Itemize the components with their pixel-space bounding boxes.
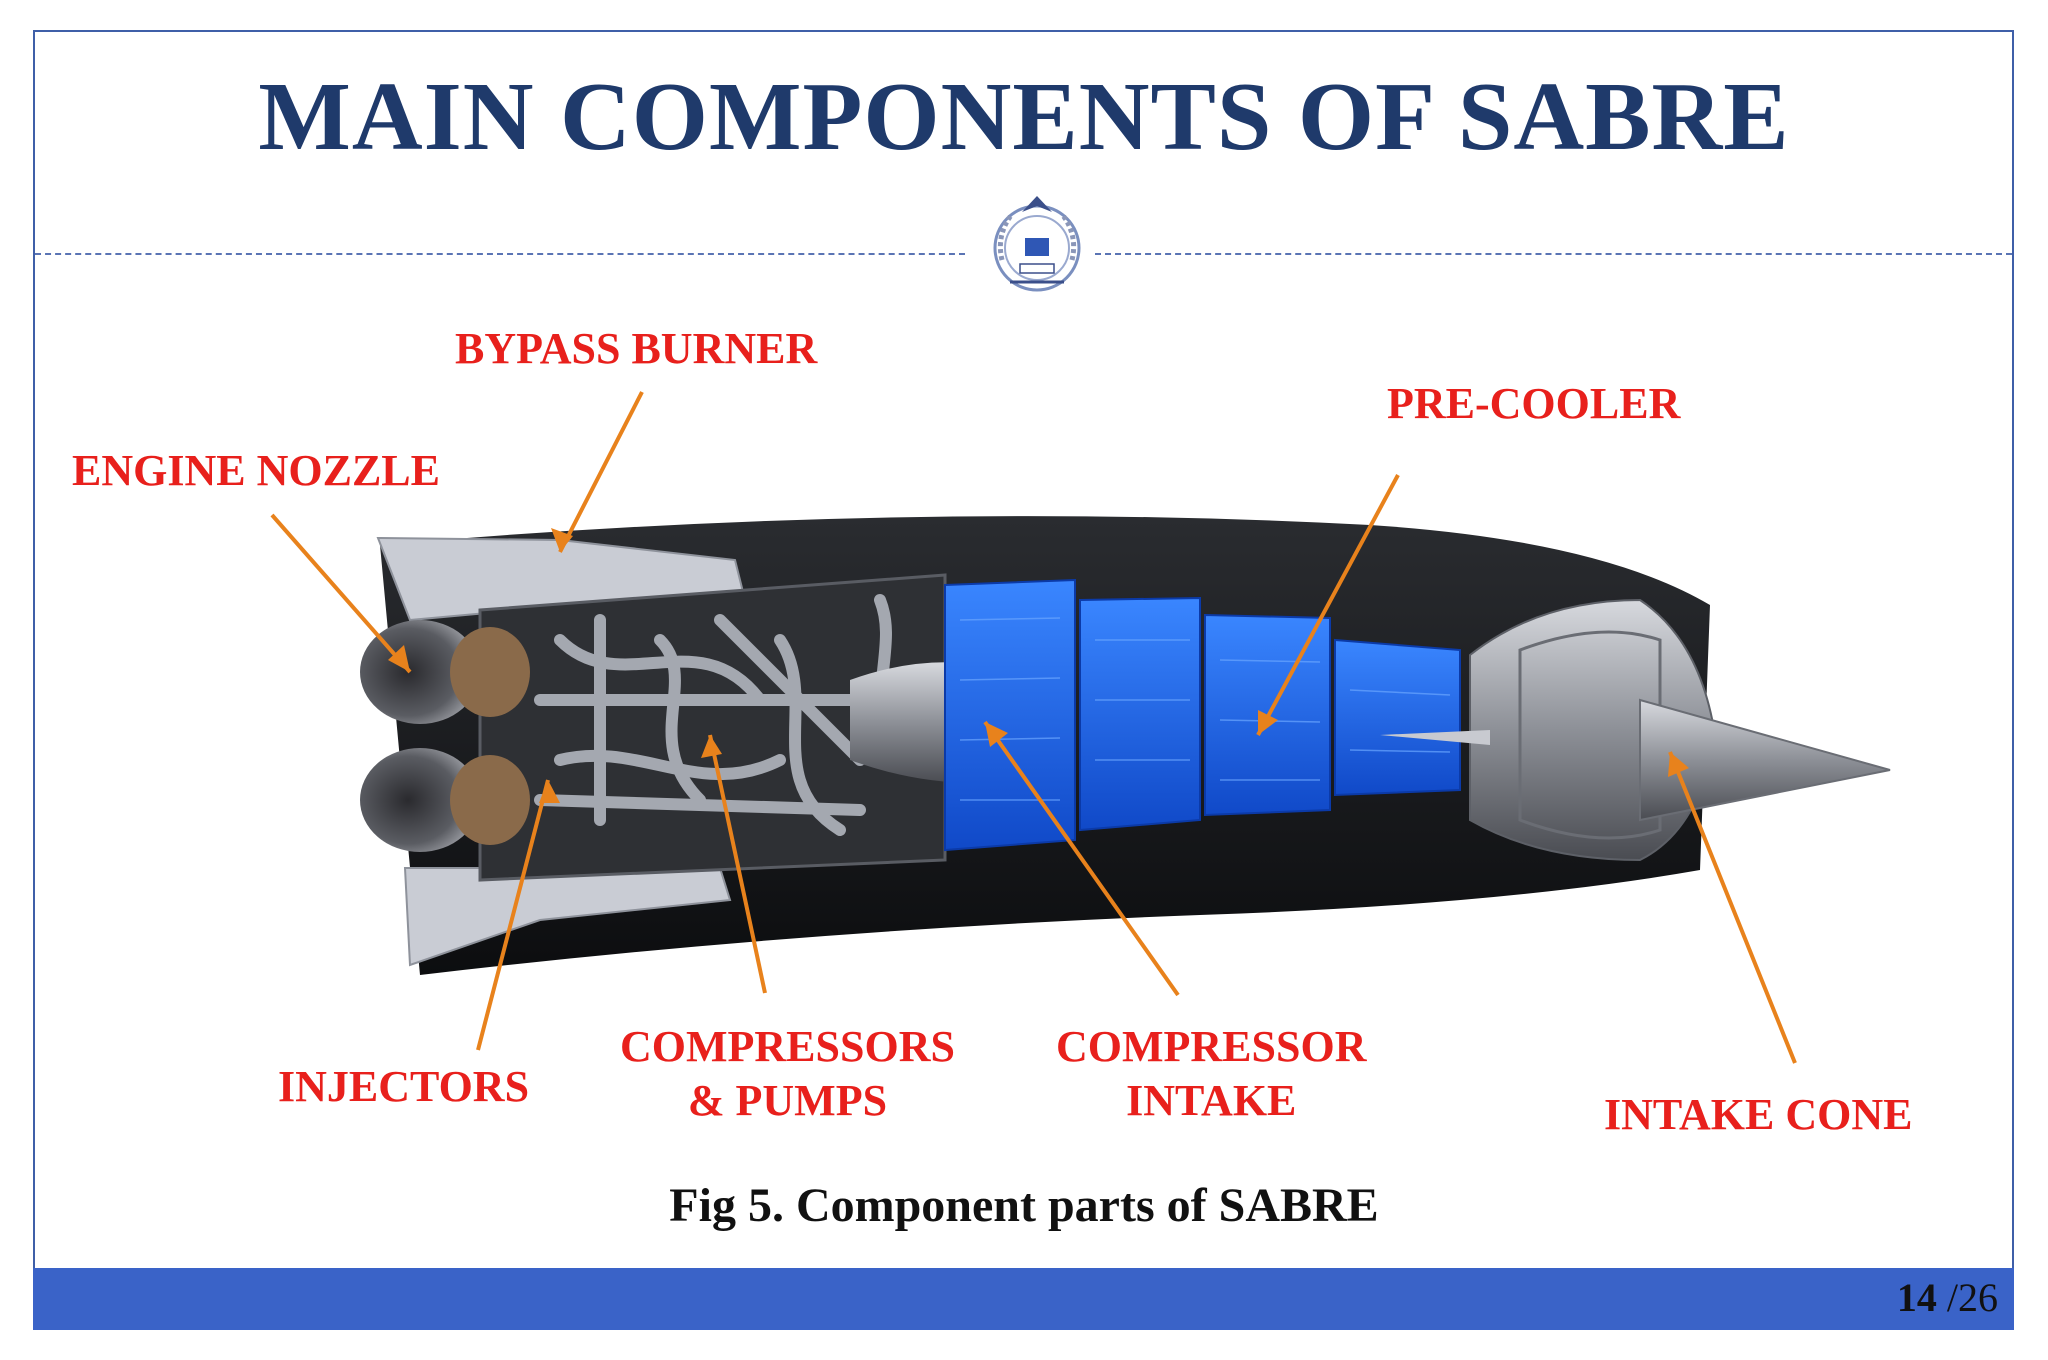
header-divider-right	[1095, 253, 2012, 255]
footer-bar	[33, 1268, 2014, 1330]
nozzle-upper	[360, 620, 480, 724]
label-compressor-intake-line2: INTAKE	[1126, 1076, 1297, 1125]
intake-spike	[1639, 698, 1891, 822]
label-compressor-intake: COMPRESSOR INTAKE	[1056, 1020, 1366, 1128]
page-number: 14 /26	[1897, 1274, 1998, 1321]
label-engine-nozzle: ENGINE NOZZLE	[72, 446, 440, 495]
label-pre-cooler: PRE-COOLER	[1387, 379, 1681, 428]
label-compressors-line1: COMPRESSORS	[620, 1022, 955, 1071]
label-injectors: INJECTORS	[278, 1062, 530, 1111]
slide-title: MAIN COMPONENTS OF SABRE	[258, 63, 1790, 171]
inner-spike	[1380, 730, 1490, 745]
label-compressor-intake-line1: COMPRESSOR	[1056, 1022, 1367, 1071]
callout-arrowheads	[388, 528, 1689, 803]
nozzle-lower	[360, 748, 480, 852]
callout-arrows	[270, 391, 1797, 1064]
page-current: 14	[1896, 1275, 1937, 1320]
page-total: /26	[1946, 1275, 1998, 1320]
institution-seal-icon	[993, 196, 1081, 292]
figure-caption: Fig 5. Component parts of SABRE	[669, 1179, 1379, 1232]
label-bypass-burner: BYPASS BURNER	[455, 324, 818, 373]
label-intake-cone: INTAKE CONE	[1604, 1090, 1913, 1139]
label-compressors-pumps: COMPRESSORS & PUMPS	[620, 1020, 955, 1128]
label-compressors-line2: & PUMPS	[687, 1076, 888, 1125]
header-divider-left	[35, 253, 965, 255]
